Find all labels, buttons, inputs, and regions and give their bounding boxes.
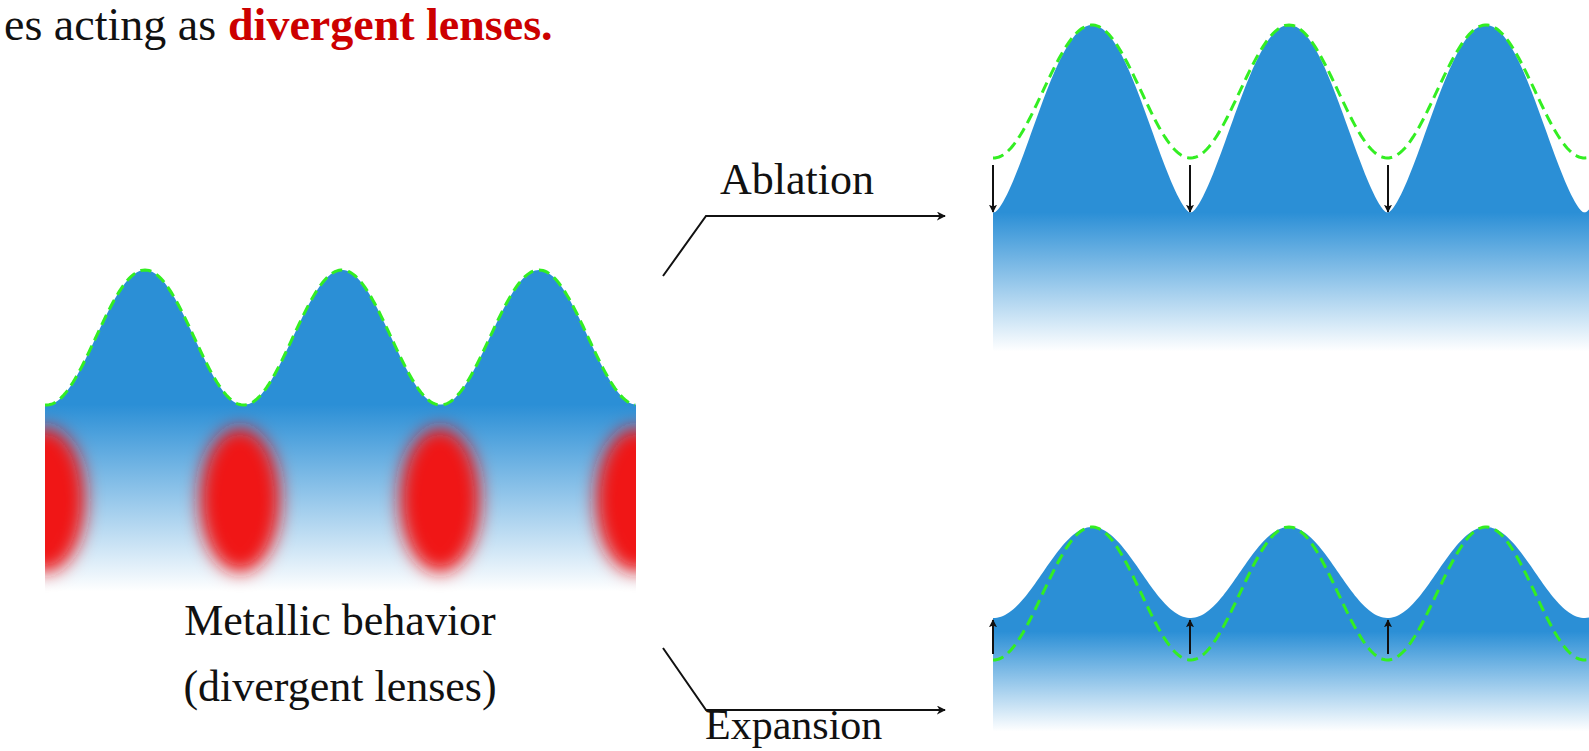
swelling-arrow (1387, 620, 1389, 654)
process-label: Expansion (705, 702, 882, 748)
panel-caption: Metallic behavior (divergent lenses) (125, 588, 555, 720)
swelling-arrow (1189, 620, 1191, 654)
surface-fill (993, 527, 1589, 632)
hot-spot (596, 428, 636, 572)
heading-text: es acting as (4, 0, 216, 51)
metallic-surface (5, 270, 676, 592)
ablated-surface (993, 25, 1589, 352)
surface-fill (45, 270, 636, 405)
original-profile (993, 527, 1589, 660)
recession-arrow (1387, 165, 1389, 212)
depth-gradient (45, 405, 636, 592)
heading-emphasis: divergent lenses. (228, 0, 553, 51)
expanded-surface (993, 527, 1589, 732)
original-profile (45, 270, 635, 405)
depth-gradient (993, 632, 1589, 732)
recession-arrow (992, 165, 994, 212)
recession-arrow (1189, 165, 1191, 212)
hot-spot (200, 428, 280, 572)
swelling-arrow (992, 620, 994, 654)
ablation-arrow (663, 216, 945, 276)
surface-fill (993, 25, 1589, 213)
expansion-arrow (663, 648, 945, 710)
hot-spot (45, 428, 85, 572)
depth-gradient (993, 213, 1589, 352)
process-label: Ablation (720, 156, 874, 204)
hot-spot (400, 428, 480, 572)
original-profile (993, 25, 1589, 158)
